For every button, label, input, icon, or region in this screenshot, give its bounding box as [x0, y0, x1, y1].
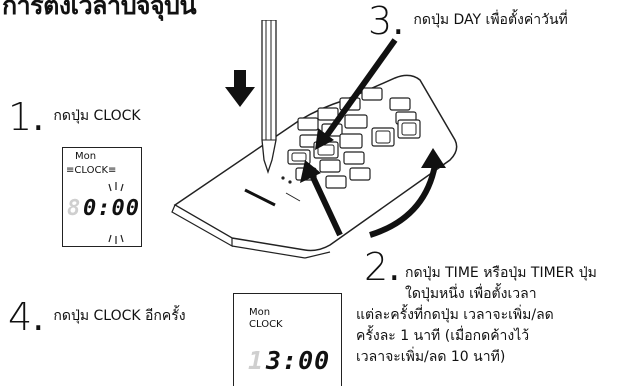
lcd-1-time: 0:00 — [83, 196, 140, 221]
step-3-text: กดปุ่ม DAY เพื่อตั้งค่าวันที่ — [413, 12, 568, 28]
step-3-number: 3 — [368, 0, 393, 43]
step-2-number: 2 — [364, 245, 389, 289]
lcd-1-day: Mon — [75, 151, 97, 162]
lcd-1-ghost-digit: 8 — [67, 196, 82, 221]
lcd-display-2: Mon CLOCK 1 3:00 — [233, 293, 342, 386]
step-4-number: 4 — [8, 295, 33, 339]
step-4: 4. กดปุ่ม CLOCK อีกครั้ง — [8, 295, 186, 339]
step-2-text-cont: แต่ละครั้งที่กดปุ่ม เวลาจะเพิ่ม/ลด ครั้ง… — [356, 305, 554, 368]
step-2-line-1: กดปุ่ม TIME หรือปุ่ม TIMER ปุ่ม — [405, 265, 597, 281]
lcd-2-ghost-digit: 1 — [248, 346, 265, 375]
step-1-number: 1 — [8, 95, 33, 139]
remote-control-illustration — [171, 20, 458, 259]
step-2-text: กดปุ่ม TIME หรือปุ่ม TIMER ปุ่ม ใดปุ่มหน… — [405, 263, 597, 305]
step-2-dot: . — [388, 245, 401, 289]
lcd-display-1: Mon ≡CLOCK≡ 8 0:00 — [62, 147, 142, 247]
lcd-1-clock-row: ≡CLOCK≡ — [66, 165, 116, 176]
step-2-line-4: ครั้งละ 1 นาที (เมื่อกดค้างไว้ — [356, 328, 530, 344]
blink-mark-right: ≡ — [108, 165, 117, 176]
blink-rays-icon — [108, 182, 124, 244]
step-1-text: กดปุ่ม CLOCK — [53, 108, 141, 124]
blink-mark-left: ≡ — [66, 165, 75, 176]
step-2-line-2: ใดปุ่มหนึ่ง เพื่อตั้งเวลา — [405, 286, 537, 302]
step-2: 2. — [364, 248, 400, 286]
lcd-1-label: CLOCK — [74, 165, 108, 176]
step-2-line-5: เวลาจะเพิ่ม/ลด 10 นาที) — [356, 349, 506, 365]
step-3-dot: . — [392, 0, 405, 43]
step-4-text: กดปุ่ม CLOCK อีกครั้ง — [53, 308, 186, 324]
lcd-2-label: CLOCK — [249, 319, 283, 330]
step-2-line-3: แต่ละครั้งที่กดปุ่ม เวลาจะเพิ่ม/ลด — [356, 307, 554, 323]
step-4-dot: . — [32, 295, 45, 339]
step-1: 1. กดปุ่ม CLOCK — [8, 95, 141, 139]
step-3: 3. กดปุ่ม DAY เพื่อตั้งค่าวันที่ — [368, 0, 568, 43]
lcd-2-day: Mon — [249, 307, 271, 318]
down-arrow-icon — [225, 70, 255, 107]
page-title: การตั้งเวลาปัจจุบัน — [2, 0, 197, 20]
lcd-2-time: 3:00 — [266, 346, 331, 375]
step-1-dot: . — [32, 95, 45, 139]
